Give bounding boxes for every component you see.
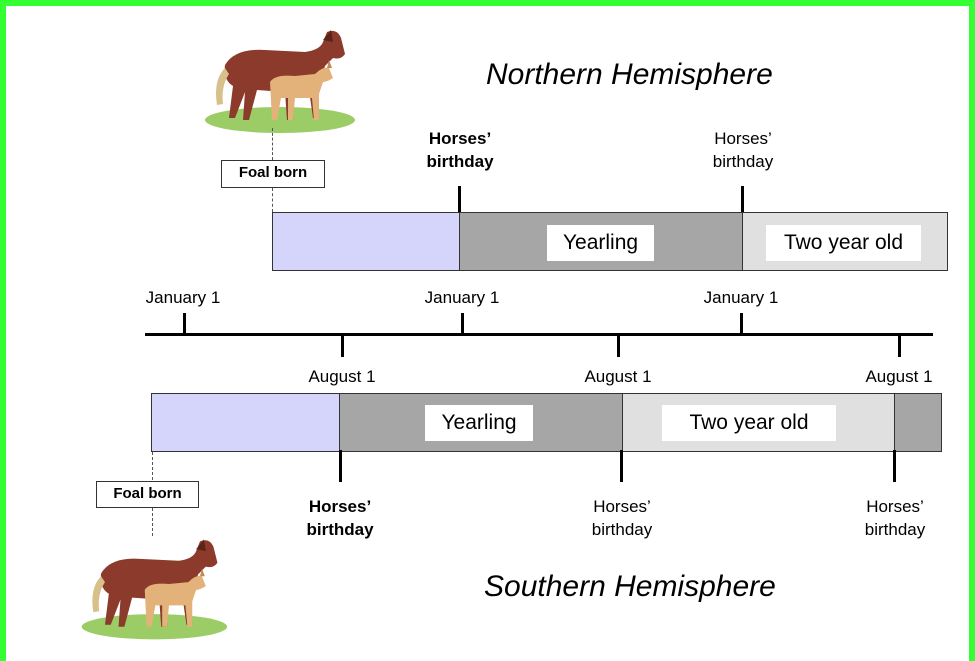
south-yearling-label: Yearling (425, 405, 533, 441)
january-1-label-1: January 1 (145, 288, 221, 307)
south-birthday-tick-3 (893, 450, 896, 482)
august-1-label-1: August 1 (308, 367, 376, 386)
january-tick-2 (461, 313, 464, 335)
south-foal-dash (152, 452, 153, 480)
august-tick-1 (341, 335, 344, 357)
north-foal-dash-lower (272, 188, 273, 212)
south-foal-born-label: Foal born (96, 481, 199, 508)
january-1-label-2: January 1 (424, 288, 500, 307)
august-tick-3 (898, 335, 901, 357)
south-third-year-bar (894, 393, 942, 452)
timeline-axis (145, 333, 933, 336)
south-foal-period-bar (151, 393, 340, 452)
august-tick-2 (617, 335, 620, 357)
january-1-label-3: January 1 (703, 288, 779, 307)
southern-hemisphere-title: Southern Hemisphere (484, 570, 776, 603)
north-yearling-label: Yearling (547, 225, 654, 261)
horse-and-foal-illustration-south (81, 539, 228, 640)
south-birthday-label-1: Horses’birthday (591, 497, 653, 539)
north-birthday-tick-1 (458, 186, 461, 214)
northern-hemisphere-title: Northern Hemisphere (486, 58, 773, 91)
south-foal-dash-lower (152, 508, 153, 536)
horse-and-foal-illustration-north (205, 30, 355, 133)
north-two-year-old-label: Two year old (766, 225, 921, 261)
south-birthday-tick-1 (339, 450, 342, 482)
north-birthday-label: Horses’birthday (712, 129, 774, 171)
january-tick-1 (183, 313, 186, 335)
north-foal-dash (272, 128, 273, 160)
south-two-year-old-label: Two year old (662, 405, 836, 441)
north-birthday-tick-2 (741, 186, 744, 214)
north-foal-period-bar (272, 212, 460, 271)
south-birthday-tick-2 (620, 450, 623, 482)
north-foal-born-label: Foal born (221, 160, 325, 188)
august-1-label-3: August 1 (865, 367, 933, 386)
january-tick-3 (740, 313, 743, 335)
north-birthday-bold-label: Horses’birthday (426, 129, 494, 171)
august-1-label-2: August 1 (584, 367, 652, 386)
south-birthday-bold-label: Horses’birthday (306, 497, 374, 539)
south-birthday-label-2: Horses’birthday (864, 497, 926, 539)
